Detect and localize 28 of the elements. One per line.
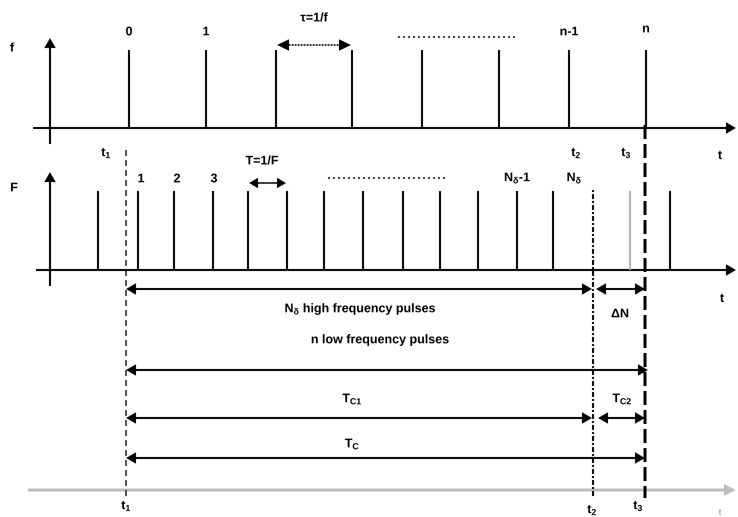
period-label: τ=1/f <box>300 12 328 22</box>
pulse-number: 1 <box>138 174 144 182</box>
pulse-number: 3 <box>210 174 218 182</box>
pulse-number: n-1 <box>560 26 578 36</box>
pulse-number: 0 <box>126 26 132 36</box>
axis-label: F <box>11 182 18 192</box>
dimension-label: T$_{C1}$ <box>342 394 361 404</box>
axis-label: f <box>10 42 14 52</box>
dimension-label: ΔN <box>612 308 628 318</box>
pulse-number: 1 <box>203 26 210 36</box>
pulse-number: 2 <box>174 174 180 182</box>
pulse-number: N$_{δ}$-1 <box>504 172 530 184</box>
time-label: t$_{3}$ <box>633 500 642 512</box>
time-label: t$_{1}$ <box>121 500 130 512</box>
time-label: t$_{3}$ <box>621 148 630 158</box>
time-label: t$_{2}$ <box>571 148 580 158</box>
dimension-label: T$_{C}$ <box>344 438 358 450</box>
time-label: t$_{1}$ <box>101 148 110 158</box>
dimension-label: n low frequency pulses <box>312 334 449 346</box>
time-label: t$_{2}$ <box>587 504 596 516</box>
axis-label: t <box>720 294 724 302</box>
axis-label: t <box>718 509 722 515</box>
axis-label: t <box>718 150 722 160</box>
pulse-number: N$_{δ}$ <box>567 172 581 184</box>
dimension-label: T$_{C2}$ <box>612 394 631 404</box>
dimension-label: N$_{δ}$ high frequency pulses <box>285 303 435 315</box>
pulse-number: n <box>643 26 650 32</box>
period-label: T=1/F <box>246 155 278 165</box>
